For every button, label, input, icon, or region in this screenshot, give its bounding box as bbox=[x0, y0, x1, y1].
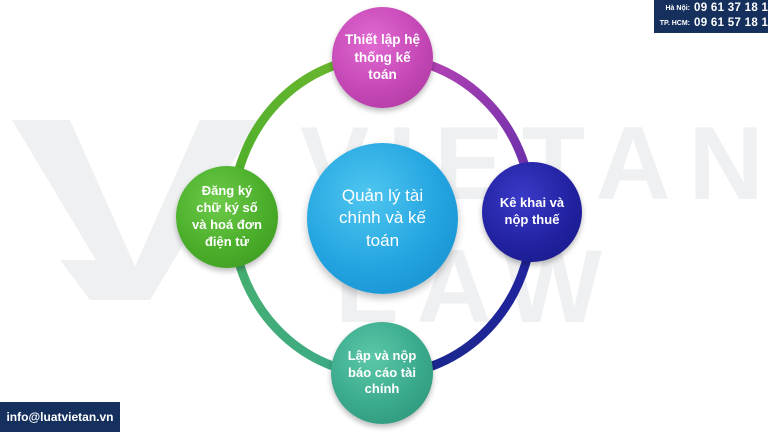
hotline-hanoi-label: Hà Nội: bbox=[665, 5, 691, 12]
step-top-line2: thống kế bbox=[354, 49, 411, 65]
step-tax-declaration: Kê khai và nộp thuế bbox=[482, 162, 582, 262]
email-link[interactable]: info@luatvietan.vn bbox=[0, 402, 120, 432]
step-bottom-line1: Lập và nộp bbox=[347, 347, 417, 363]
center-line2: chính và kế bbox=[339, 208, 426, 228]
step-left-line4: điện tử bbox=[204, 233, 250, 249]
center-finance-accounting-management: Quản lý tài chính và kế toán bbox=[307, 143, 458, 294]
hotline-hcm-number[interactable]: 09 61 57 18 18 bbox=[694, 17, 768, 29]
step-bottom-line2: báo cáo tài bbox=[348, 364, 416, 380]
step-left-line1: Đăng ký bbox=[201, 183, 253, 199]
hotline-hanoi-number[interactable]: 09 61 37 18 18 bbox=[694, 2, 768, 14]
step-right-line1: Kê khai và bbox=[499, 195, 565, 211]
step-digital-signature-einvoice: Đăng ký chữ ký số và hoá đơn điện tử bbox=[176, 166, 278, 268]
hotline-hcm: TP. HCM: 09 61 57 18 18 bbox=[654, 17, 768, 32]
step-financial-reports: Lập và nộp báo cáo tài chính bbox=[331, 322, 433, 424]
step-left-line2: chữ ký số bbox=[196, 200, 258, 216]
hotline-hanoi: Hà Nội: 09 61 37 18 18 bbox=[654, 2, 768, 17]
step-right-line2: nộp thuế bbox=[504, 212, 560, 227]
hotline-hcm-label: TP. HCM: bbox=[659, 20, 690, 27]
center-line3: toán bbox=[365, 230, 400, 250]
step-left-line3: và hoá đơn bbox=[192, 217, 262, 232]
step-top-line3: toán bbox=[368, 67, 397, 83]
step-bottom-line3: chính bbox=[364, 381, 400, 397]
step-setup-accounting-system: Thiết lập hệ thống kế toán bbox=[332, 7, 433, 108]
hotline-box: Hà Nội: 09 61 37 18 18 TP. HCM: 09 61 57… bbox=[654, 0, 768, 33]
center-line1: Quản lý tài bbox=[341, 186, 424, 206]
step-top-line1: Thiết lập hệ bbox=[344, 32, 420, 48]
